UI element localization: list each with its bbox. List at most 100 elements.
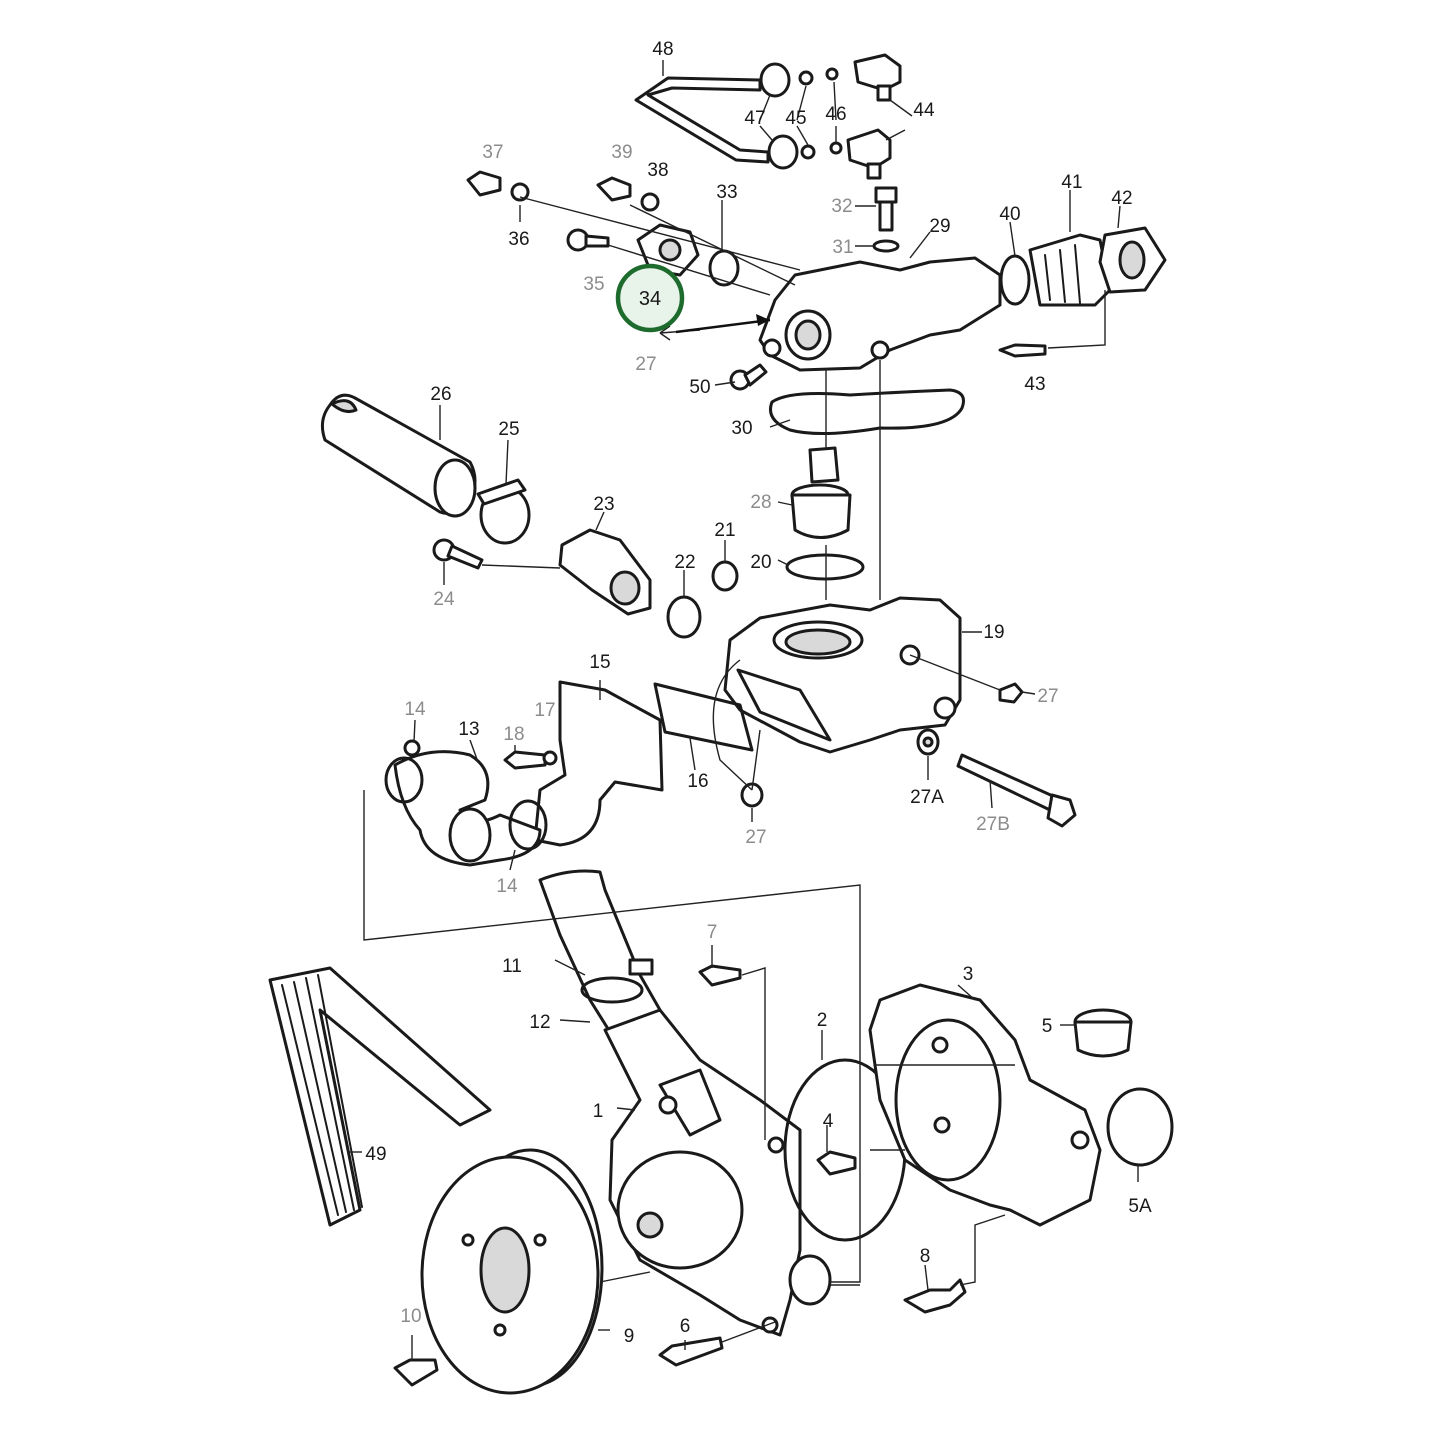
label-34-highlighted: 34 xyxy=(639,288,661,310)
bolt-27B xyxy=(956,753,1077,828)
label-44: 44 xyxy=(913,100,935,121)
label-23: 23 xyxy=(593,494,614,515)
thermostat-28 xyxy=(790,446,852,539)
hose-13 xyxy=(393,750,542,867)
washer-27A xyxy=(916,728,940,756)
label-4: 4 xyxy=(823,1111,834,1132)
bolt-24 xyxy=(432,538,484,570)
sensor-39 xyxy=(596,176,632,202)
label-31: 31 xyxy=(832,237,853,258)
hose-clamp-14-right xyxy=(508,799,548,851)
label-10: 10 xyxy=(400,1306,421,1327)
o-ring-5A xyxy=(1106,1087,1174,1167)
label-32: 32 xyxy=(831,196,852,217)
hose-clamp-14-left xyxy=(384,739,424,804)
sensor-37 xyxy=(466,170,502,197)
label-18: 18 xyxy=(503,724,524,745)
hose-26 xyxy=(320,393,477,518)
flange-33 xyxy=(636,223,700,277)
label-37: 37 xyxy=(482,142,503,163)
thermostat-housing-19 xyxy=(723,596,962,754)
hose-clamp-25 xyxy=(476,478,531,545)
label-24: 24 xyxy=(433,589,455,610)
leader-lines xyxy=(348,60,1139,1360)
washer-31 xyxy=(872,239,900,253)
label-46: 46 xyxy=(825,104,846,125)
plug-5 xyxy=(1073,1008,1133,1058)
label-21: 21 xyxy=(714,520,735,541)
nut-36 xyxy=(510,182,530,202)
drive-belt-49 xyxy=(268,966,492,1227)
label-11: 11 xyxy=(502,956,522,977)
label-38: 38 xyxy=(647,160,668,181)
label-12: 12 xyxy=(529,1012,550,1033)
label-20: 20 xyxy=(750,552,771,573)
label-47: 47 xyxy=(744,108,765,129)
label-39: 39 xyxy=(611,142,632,163)
label-14-upper: 14 xyxy=(404,699,426,720)
label-33: 33 xyxy=(716,182,737,203)
label-22: 22 xyxy=(674,552,695,573)
label-43: 43 xyxy=(1024,374,1045,395)
bolt-10 xyxy=(393,1358,439,1387)
bolt-43 xyxy=(998,343,1047,358)
label-26: 26 xyxy=(430,384,451,405)
water-pump-1 xyxy=(603,1008,832,1337)
washers-45-46 xyxy=(798,67,843,160)
label-5: 5 xyxy=(1042,1016,1053,1037)
sealing-ring-20 xyxy=(785,553,865,581)
label-19: 19 xyxy=(983,622,1004,643)
label-28: 28 xyxy=(750,492,771,513)
o-ring-22 xyxy=(666,595,702,639)
circlip-21 xyxy=(711,560,739,592)
bypass-pipe-48 xyxy=(634,76,770,164)
thermostat-cover-29 xyxy=(758,256,1002,372)
label-3: 3 xyxy=(963,964,974,985)
label-48: 48 xyxy=(652,39,673,60)
label-7: 7 xyxy=(707,922,718,943)
bolt-6 xyxy=(658,1336,724,1367)
label-17: 17 xyxy=(534,700,555,721)
label-35: 35 xyxy=(583,274,604,295)
coolant-pipe-15 xyxy=(533,680,664,847)
label-27A: 27A xyxy=(910,787,944,808)
label-29: 29 xyxy=(929,216,950,237)
screw-4 xyxy=(816,1150,857,1176)
flange-42 xyxy=(1098,226,1167,294)
bolt-32 xyxy=(874,186,898,232)
outlet-pipe-41 xyxy=(1028,233,1112,307)
bolt-50 xyxy=(729,363,768,391)
screw-18 xyxy=(503,750,558,770)
label-5A: 5A xyxy=(1128,1196,1152,1217)
gasket-30 xyxy=(769,388,965,436)
label-27-bottom: 27 xyxy=(745,827,766,848)
label-16: 16 xyxy=(687,771,708,792)
gasket-16 xyxy=(653,682,754,752)
label-27-right: 27 xyxy=(1037,686,1058,707)
label-27B: 27B xyxy=(976,814,1010,835)
label-13: 13 xyxy=(458,719,479,740)
label-41: 41 xyxy=(1061,172,1082,193)
label-25: 25 xyxy=(498,419,519,440)
bolt-35 xyxy=(566,228,610,252)
highlight-marker-34 xyxy=(615,263,771,334)
seal-ring-40 xyxy=(999,254,1031,306)
part-labels: 48 47 45 46 44 37 39 38 33 32 36 31 29 4… xyxy=(365,39,1152,1347)
label-1: 1 xyxy=(593,1101,604,1122)
nut-47-upper xyxy=(759,62,791,98)
label-30: 30 xyxy=(731,418,752,439)
nut-47-lower xyxy=(767,134,799,170)
hose-clamp-12 xyxy=(580,958,654,1004)
pulley-9 xyxy=(420,1148,604,1395)
label-9: 9 xyxy=(624,1326,635,1347)
bolt-7 xyxy=(698,964,742,987)
label-6: 6 xyxy=(680,1316,691,1337)
label-27-top: 27 xyxy=(635,354,656,375)
label-50: 50 xyxy=(689,377,710,398)
pump-cover-3 xyxy=(868,983,1102,1227)
banjo-fitting-44-lower xyxy=(846,128,892,180)
label-2: 2 xyxy=(817,1010,828,1031)
banjo-fitting-44-upper xyxy=(853,53,902,102)
label-14-lower: 14 xyxy=(496,876,518,897)
